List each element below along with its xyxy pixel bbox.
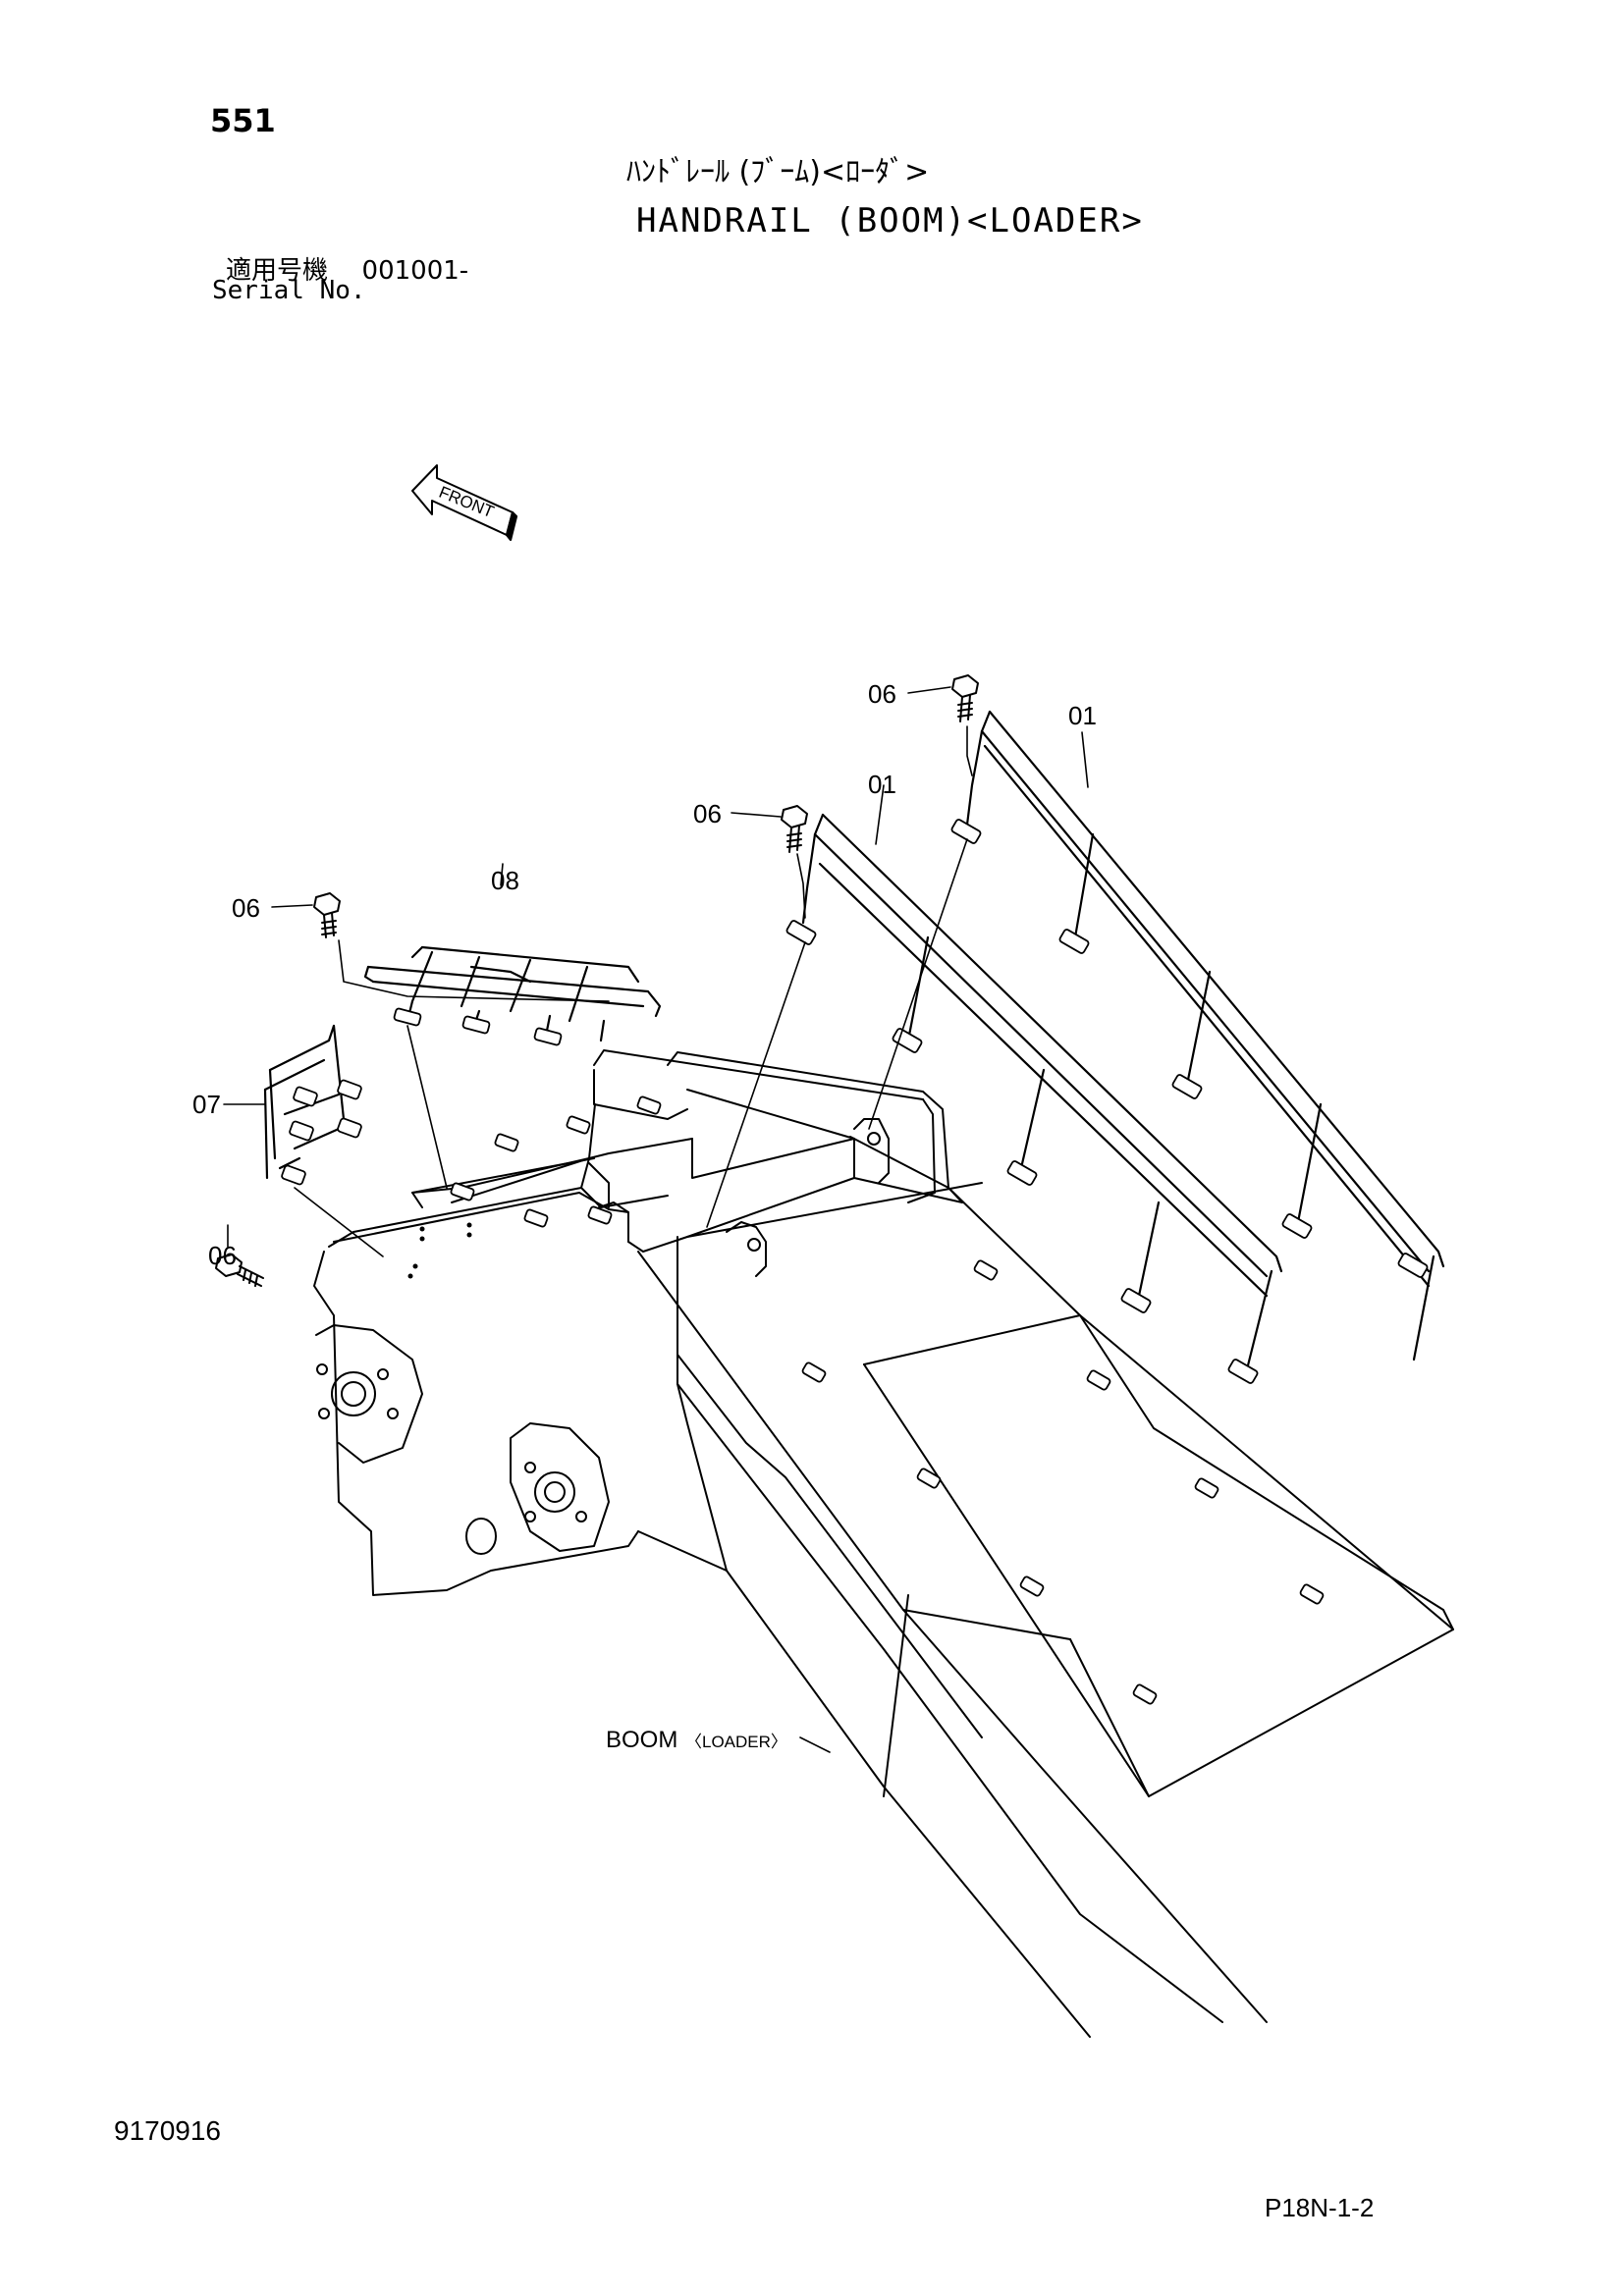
bolt-06-top <box>951 674 979 722</box>
bolt-06-left <box>313 892 341 938</box>
part-label-06-bottom: 06 <box>208 1241 237 1270</box>
title-english: HANDRAIL (BOOM)<LOADER> <box>636 201 1144 240</box>
bolt-06-mid <box>781 805 808 853</box>
assembly-lines <box>223 686 1089 1257</box>
serial-row-japanese: 適用号機 001001- <box>226 250 468 287</box>
serial-label-english: Serial No. <box>212 276 366 305</box>
handrail-08 <box>363 945 662 1046</box>
title-japanese: ﾊﾝﾄﾞﾚｰﾙ (ﾌﾞｰﾑ)<ﾛｰﾀﾞ> <box>626 155 930 189</box>
page-number: 551 <box>210 102 276 139</box>
part-label-06-top: 06 <box>868 679 896 709</box>
document-code: 9170916 <box>114 2115 222 2146</box>
part-label-01-lower: 01 <box>868 770 896 799</box>
boom-label-text: BOOM <box>606 1727 677 1753</box>
sheet-code: P18N-1-2 <box>1265 2193 1375 2222</box>
front-arrow-icon: FRONT <box>411 464 518 542</box>
handrail-01-lower <box>785 813 1283 1384</box>
boom-body <box>313 1049 1454 2038</box>
part-label-06-mid: 06 <box>693 799 722 828</box>
handrail-01-upper <box>950 710 1445 1362</box>
part-label-01-upper: 01 <box>1068 701 1097 730</box>
boom-label: BOOM 〈LOADER〉 <box>606 1727 787 1753</box>
serial-label-jp: 適用号機 <box>226 256 329 286</box>
part-label-06-left: 06 <box>232 893 260 923</box>
serial-value: 001001- <box>361 256 469 286</box>
handrail-07 <box>263 1024 362 1186</box>
bolt-06-bottom <box>215 1254 264 1287</box>
boom-label-sub: 〈LOADER〉 <box>685 1733 787 1751</box>
part-label-08: 08 <box>491 866 519 895</box>
part-label-07: 07 <box>192 1090 221 1119</box>
